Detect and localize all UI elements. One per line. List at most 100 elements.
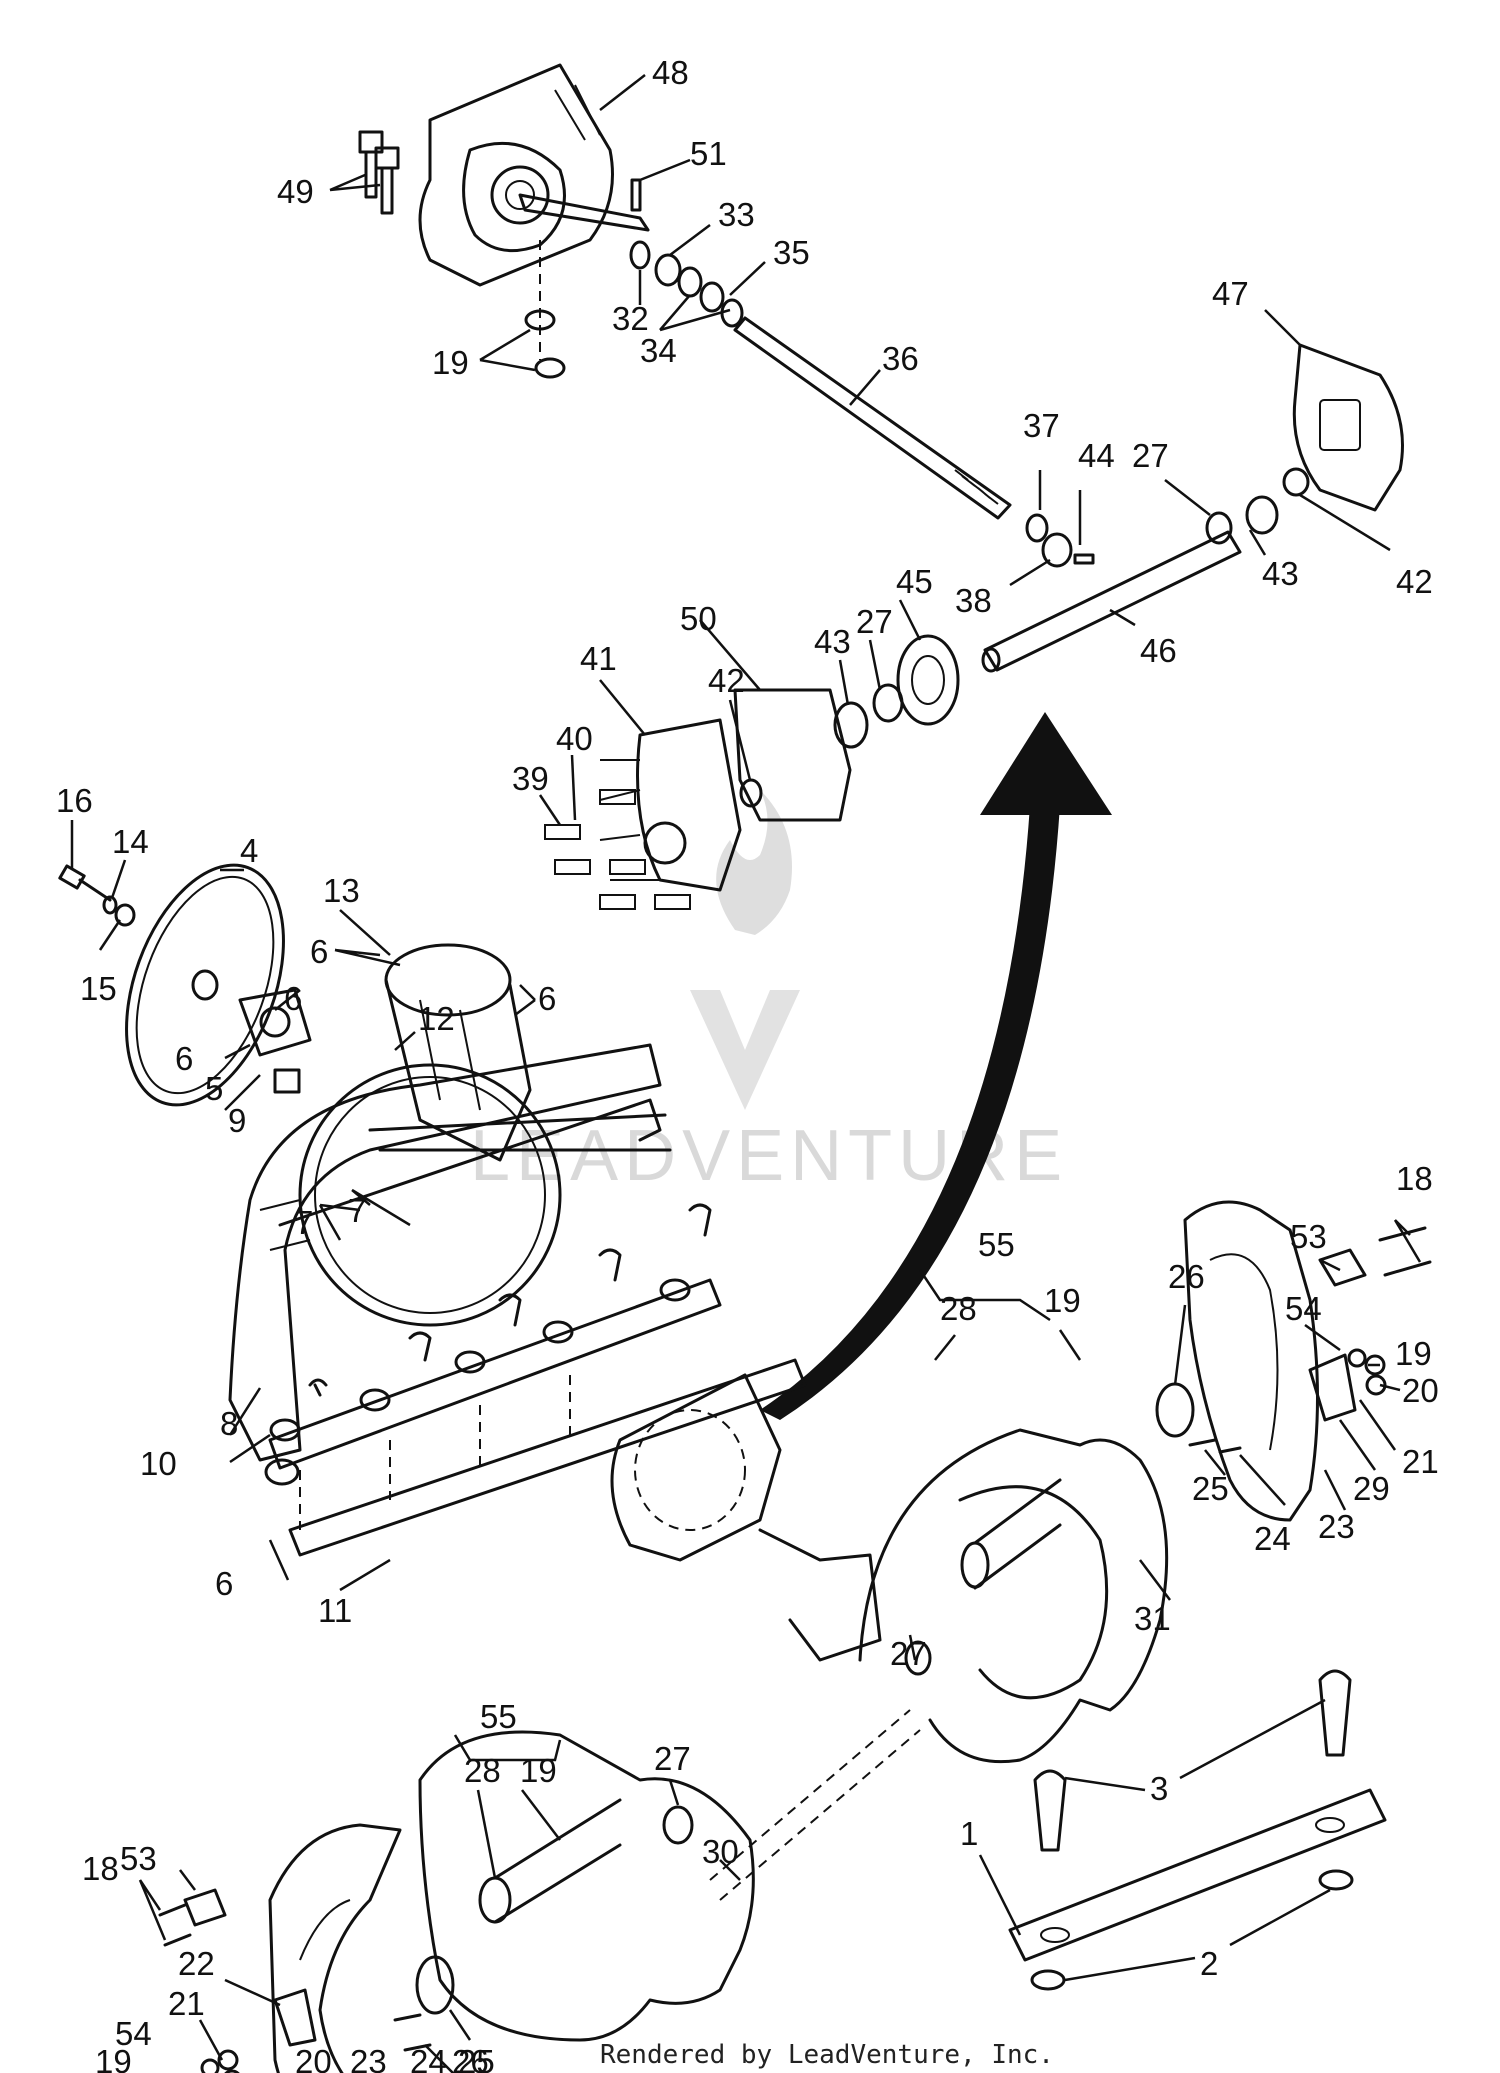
assembly-arrow (760, 712, 1112, 1420)
callout-38: 38 (955, 582, 992, 619)
callout-26-right: 26 (1168, 1258, 1205, 1295)
callout-46: 46 (1140, 632, 1177, 669)
callout-45: 45 (896, 563, 933, 600)
callout-29: 29 (1353, 1470, 1390, 1507)
small-hardware-left (200, 2013, 432, 2073)
part-18-bolts-b (158, 1903, 192, 1947)
callout-55-right: 55 (978, 1226, 1015, 1263)
part-1-skid-shoe (1008, 1788, 1387, 1962)
callout-14: 14 (112, 823, 149, 860)
carriage-bolts-row (269, 1203, 712, 1442)
callout-6-pulley: 6 (284, 980, 302, 1017)
callout-34: 34 (640, 332, 677, 369)
part-29-bracket (1308, 1353, 1357, 1422)
callout-10: 10 (140, 1445, 177, 1482)
callout-48: 48 (652, 54, 689, 91)
part-46-shaft (981, 530, 1242, 673)
callout-33: 33 (718, 196, 755, 233)
callout-7-left: 7 (295, 1204, 313, 1241)
part-15-washer (114, 903, 136, 927)
callout-11: 11 (318, 1592, 352, 1629)
callout-5: 5 (205, 1070, 223, 1107)
callout-20-left: 20 (295, 2043, 332, 2073)
callout-23-right: 23 (1318, 1508, 1355, 1545)
part-47-cover (1292, 343, 1404, 512)
part-27-washer-b (872, 683, 904, 723)
callout-15: 15 (80, 970, 117, 1007)
callout-2: 2 (1200, 1945, 1218, 1982)
callout-13: 13 (323, 872, 360, 909)
callout-40: 40 (556, 720, 593, 757)
part-left-side-plate (268, 1823, 402, 2073)
callout-31: 31 (1134, 1600, 1171, 1637)
callout-19-upper: 19 (432, 344, 469, 381)
callout-22: 22 (178, 1945, 215, 1982)
part-10-housing (228, 1043, 672, 1462)
callout-25-right: 25 (1192, 1470, 1229, 1507)
part-50-gasket (733, 688, 852, 822)
callout-18-left: 18 (82, 1850, 119, 1887)
part-44-key (1073, 553, 1095, 565)
callout-1: 1 (960, 1815, 978, 1852)
callout-27-lower-left: 27 (654, 1740, 691, 1777)
part-6-nut-lower (264, 1458, 300, 1486)
callout-32: 32 (612, 300, 649, 337)
part-45-gear (896, 634, 960, 726)
callout-51: 51 (690, 135, 727, 172)
center-gearbox-assembly (610, 1373, 921, 1901)
callout-43-right: 43 (1262, 555, 1299, 592)
callout-47: 47 (1212, 275, 1249, 312)
part-9-bracket (273, 1068, 301, 1094)
part-31-auger (858, 1428, 1169, 1764)
callout-3: 3 (1150, 1770, 1168, 1807)
part-41-cover (599, 718, 742, 892)
part-26-bearing-b (415, 1955, 455, 2015)
callout-44: 44 (1078, 437, 1115, 474)
callout-6-chute: 6 (310, 933, 328, 970)
callout-53-left: 53 (120, 1840, 157, 1877)
callout-39: 39 (512, 760, 549, 797)
callout-9: 9 (228, 1102, 246, 1139)
leader-lines (70, 74, 1422, 2073)
part-right-side-plate (1183, 1200, 1319, 1522)
part-42-seal-b (739, 778, 763, 808)
callout-19-left-auger: 19 (520, 1752, 557, 1789)
callout-8: 8 (220, 1405, 238, 1442)
part-48-housing (418, 63, 650, 287)
part-3-carriage-bolts (1033, 1669, 1352, 1852)
callout-27-right: 27 (1132, 437, 1169, 474)
footer-credit: Rendered by LeadVenture, Inc. (600, 2040, 1054, 2070)
part-11-scraper (268, 1278, 807, 1557)
part-22-bracket (273, 1988, 317, 2047)
part-19-nuts-upper (524, 240, 566, 379)
part-5-bearing-flange (238, 988, 312, 1057)
callout-41: 41 (580, 640, 617, 677)
part-26-bearing-a (1155, 1382, 1195, 1438)
callout-42-right: 42 (1396, 563, 1433, 600)
callout-27-lower-right: 27 (890, 1635, 927, 1672)
callout-54-right: 54 (1285, 1290, 1322, 1327)
callout-55-left: 55 (480, 1698, 517, 1735)
callout-6-chute-right: 6 (538, 980, 556, 1017)
callout-37: 37 (1023, 407, 1060, 444)
callout-19-right-auger: 19 (1044, 1282, 1081, 1319)
part-27-washer-c (904, 1640, 932, 1676)
callout-42-mid: 42 (708, 662, 745, 699)
part-49-bolts (358, 130, 400, 215)
callout-24-left: 24 (410, 2043, 447, 2073)
callout-21-left: 21 (168, 1985, 205, 2022)
part-2-nuts (1030, 1869, 1354, 1991)
callout-49: 49 (277, 173, 314, 210)
callout-21-right: 21 (1402, 1443, 1439, 1480)
callout-19-right: 19 (1395, 1335, 1432, 1372)
callout-43-mid: 43 (814, 623, 851, 660)
callout-53-right: 53 (1290, 1218, 1327, 1255)
callout-23-left: 23 (350, 2043, 387, 2073)
callout-28-right: 28 (940, 1290, 977, 1327)
part-36-shaft (733, 316, 1012, 520)
leader-lines-skid (978, 1698, 1331, 1982)
callout-12: 12 (418, 1000, 455, 1037)
part-38-bushing (1041, 532, 1073, 568)
part-37-washer (1025, 513, 1049, 543)
